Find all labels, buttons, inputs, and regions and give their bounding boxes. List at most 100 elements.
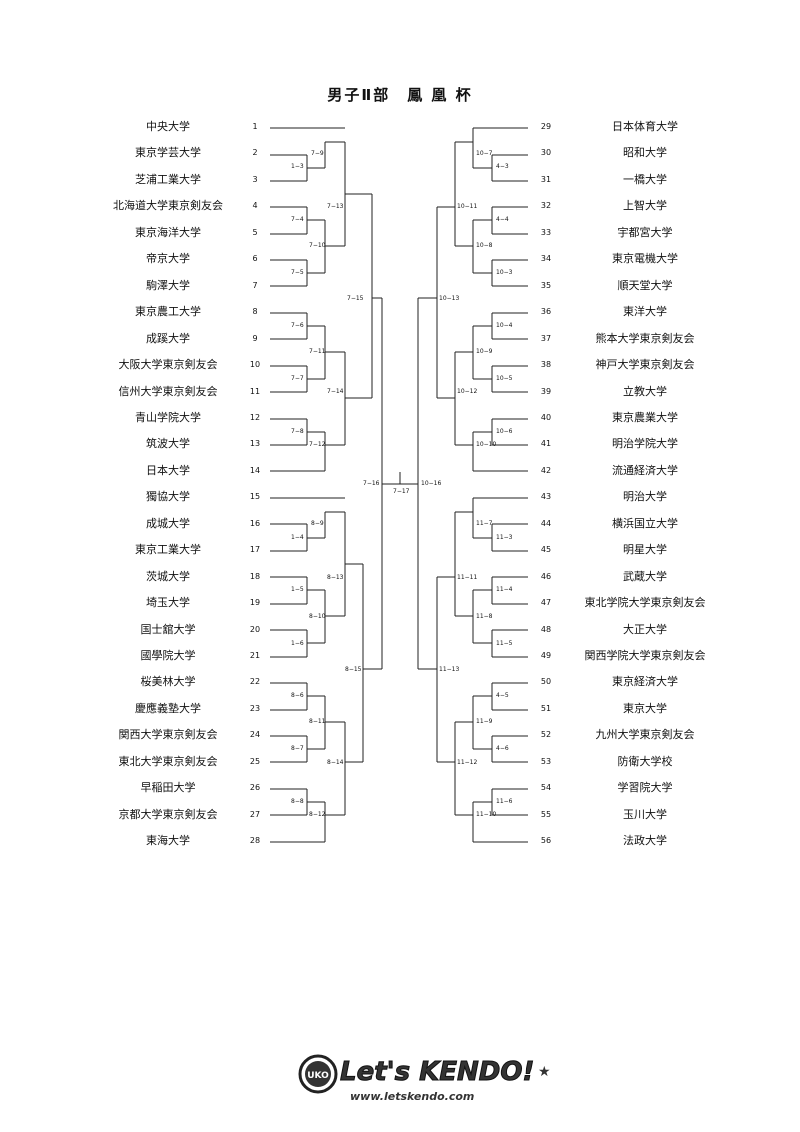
seed-number: 27	[249, 810, 261, 819]
team-name: 関西大学東京剣友会	[118, 728, 218, 741]
seed-number: 14	[249, 466, 261, 475]
team-name: 獨協大学	[146, 490, 190, 503]
team-name: 北海道大学東京剣友会	[113, 199, 223, 212]
seed-number: 12	[249, 413, 261, 422]
team-name: 昭和大学	[623, 146, 667, 159]
page-title: 男子Ⅱ部 鳳 凰 杯	[327, 86, 473, 104]
seed-number: 2	[252, 148, 258, 157]
match-label: 8−10	[309, 613, 326, 620]
seed-number: 35	[540, 281, 552, 290]
match-label: 10−3	[496, 269, 513, 276]
team-name: 桜美林大学	[140, 675, 196, 688]
match-label: 7−11	[309, 348, 326, 355]
team-name: 神戸大学東京剣友会	[595, 358, 695, 371]
team-name: 青山学院大学	[135, 411, 201, 424]
team-name: 順天堂大学	[617, 279, 673, 292]
seed-number: 18	[249, 572, 261, 581]
match-label: 7−14	[327, 388, 344, 395]
logo-main: Let's KENDO!	[340, 1057, 534, 1087]
seed-number: 15	[249, 492, 261, 501]
match-label: 10−13	[439, 295, 459, 302]
match-label: 1−5	[291, 586, 304, 593]
seed-number: 21	[249, 651, 261, 660]
team-name: 東京電機大学	[612, 252, 678, 265]
match-label: 10−7	[476, 150, 493, 157]
seed-number: 53	[540, 757, 552, 766]
seed-number: 16	[249, 519, 261, 528]
left-match-labels: 7−9 1−3 7−13 7−4 7−10 7−5 7−15 7−6 7−11 …	[291, 150, 441, 818]
seed-number: 30	[540, 148, 552, 157]
right-bracket	[417, 127, 528, 843]
team-name: 明星大学	[623, 543, 667, 556]
match-label: 8−6	[291, 692, 304, 699]
match-label: 11−4	[496, 586, 513, 593]
logo-url: www.letskendo.com	[350, 1090, 474, 1103]
match-label: 7−15	[347, 295, 364, 302]
match-label: 8−7	[291, 745, 304, 752]
match-label: 11−10	[476, 811, 496, 818]
team-name: 筑波大学	[146, 437, 190, 450]
team-name: 東京農業大学	[612, 411, 678, 424]
seed-number: 7	[252, 281, 258, 290]
team-name: 茨城大学	[146, 570, 190, 583]
match-label: 4−4	[496, 216, 509, 223]
seed-number: 9	[252, 334, 258, 343]
seed-number: 54	[540, 783, 552, 792]
team-name: 慶應義塾大学	[135, 702, 201, 715]
team-name: 信州大学東京剣友会	[118, 385, 218, 398]
seed-number: 41	[540, 439, 552, 448]
seed-number: 23	[249, 704, 261, 713]
match-label: 4−6	[496, 745, 509, 752]
team-name: 立教大学	[623, 385, 667, 398]
seed-number: 20	[249, 625, 261, 634]
match-label: 10−16	[421, 480, 441, 487]
team-name: 関西学院大学東京剣友会	[584, 649, 706, 662]
final-connector	[399, 472, 418, 485]
team-name: 國學院大学	[140, 649, 196, 662]
match-label: 11−7	[476, 520, 493, 527]
seed-number: 51	[540, 704, 552, 713]
seed-number: 13	[249, 439, 261, 448]
seed-number: 47	[540, 598, 552, 607]
seed-number: 5	[252, 228, 258, 237]
match-label: 8−12	[309, 811, 326, 818]
team-name: 東海大学	[146, 834, 190, 847]
seed-number: 8	[252, 307, 258, 316]
team-name: 大阪大学東京剣友会	[118, 358, 218, 371]
team-name: 東京海洋大学	[135, 226, 201, 239]
match-label: 7−8	[291, 428, 304, 435]
seed-number: 39	[540, 387, 552, 396]
seed-number: 29	[540, 122, 552, 131]
team-name: 東洋大学	[623, 305, 667, 318]
match-label: 10−10	[476, 441, 496, 448]
seed-number: 32	[540, 201, 552, 210]
seed-number: 4	[252, 201, 258, 210]
team-name: 武蔵大学	[623, 570, 667, 583]
team-name: 日本体育大学	[612, 120, 678, 133]
match-label: 7−12	[309, 441, 326, 448]
match-label: 10−11	[457, 203, 477, 210]
team-name: 東京学芸大学	[135, 146, 201, 159]
star-icon: ★	[538, 1064, 551, 1080]
team-name: 上智大学	[623, 199, 667, 212]
team-name: 芝浦工業大学	[135, 173, 201, 186]
seed-number: 19	[249, 598, 261, 607]
match-label: 11−9	[476, 718, 493, 725]
match-label: 4−3	[496, 163, 509, 170]
team-name: 宇都宮大学	[617, 226, 673, 239]
team-name: 横浜国立大学	[612, 517, 678, 530]
team-name: 東北大学東京剣友会	[118, 755, 218, 768]
match-label: 8−15	[345, 666, 362, 673]
team-name: 東京農工大学	[135, 305, 201, 318]
team-name: 一橋大学	[623, 173, 667, 186]
match-label: 1−4	[291, 534, 304, 541]
match-label: 8−14	[327, 759, 344, 766]
seed-number: 34	[540, 254, 552, 263]
seed-number: 24	[249, 730, 261, 739]
team-name: 防衛大学校	[617, 755, 673, 768]
team-name: 流通経済大学	[612, 464, 678, 477]
match-label: 7−13	[327, 203, 344, 210]
team-name: 駒澤大学	[146, 279, 190, 292]
team-name: 京都大学東京剣友会	[118, 808, 218, 821]
